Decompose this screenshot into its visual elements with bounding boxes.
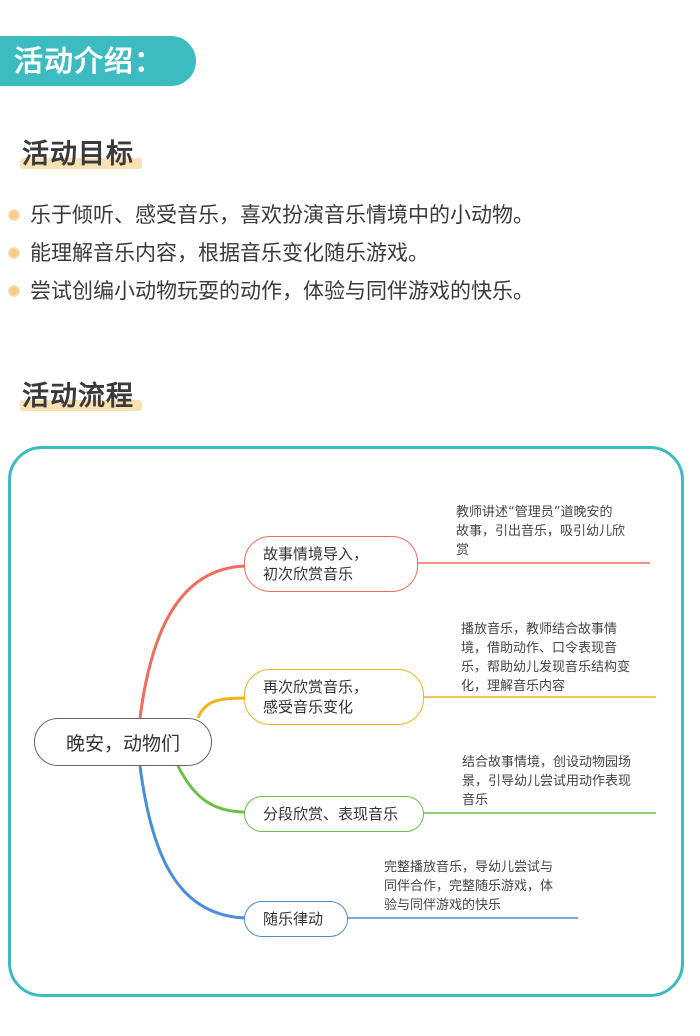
bullet-icon bbox=[8, 285, 20, 297]
flow-frame bbox=[8, 446, 684, 997]
goal-item-3: 尝试创编小动物玩耍的动作，体验与同伴游戏的快乐。 bbox=[8, 272, 534, 310]
branch-node-1: 故事情境导入， 初次欣赏音乐 bbox=[244, 536, 418, 592]
intro-header: 活动介绍： bbox=[0, 36, 196, 86]
branch-connector-3 bbox=[176, 765, 247, 814]
branch-note-3: 结合故事情境，创设动物园场 景，引导幼儿尝试用动作表现 音乐 bbox=[462, 755, 632, 808]
branch-connector-2 bbox=[196, 696, 247, 719]
goals-list: 乐于倾听、感受音乐，喜欢扮演音乐情境中的小动物。 能理解音乐内容，根据音乐变化随… bbox=[8, 196, 534, 310]
branch-node-3: 分段欣赏、表现音乐 bbox=[244, 796, 424, 832]
bullet-icon bbox=[8, 209, 20, 221]
goals-title: 活动目标 bbox=[20, 132, 142, 171]
branch-connector-1 bbox=[138, 564, 247, 719]
branch-node-2: 再次欣赏音乐， 感受音乐变化 bbox=[244, 669, 424, 725]
branch-node-4: 随乐律动 bbox=[244, 901, 348, 937]
branch-note-2: 播放音乐，教师结合故事情 境，借助动作、口令表现音 乐，帮助幼儿发现音乐结构变 … bbox=[461, 622, 631, 694]
branch-connector-4 bbox=[138, 765, 247, 920]
bullet-icon bbox=[8, 247, 20, 259]
branch-note-4: 完整播放音乐，导幼儿尝试与 同伴合作，完整随乐游戏，体 验与同伴游戏的快乐 bbox=[384, 860, 554, 913]
branch-note-1: 教师讲述“管理员”道晚安的 故事，引出音乐，吸引幼儿欣 赏 bbox=[456, 505, 626, 558]
goal-item-2: 能理解音乐内容，根据音乐变化随乐游戏。 bbox=[8, 234, 534, 272]
goal-item-1: 乐于倾听、感受音乐，喜欢扮演音乐情境中的小动物。 bbox=[8, 196, 534, 234]
flow-title: 活动流程 bbox=[20, 374, 142, 413]
root-node: 晚安，动物们 bbox=[34, 718, 212, 766]
